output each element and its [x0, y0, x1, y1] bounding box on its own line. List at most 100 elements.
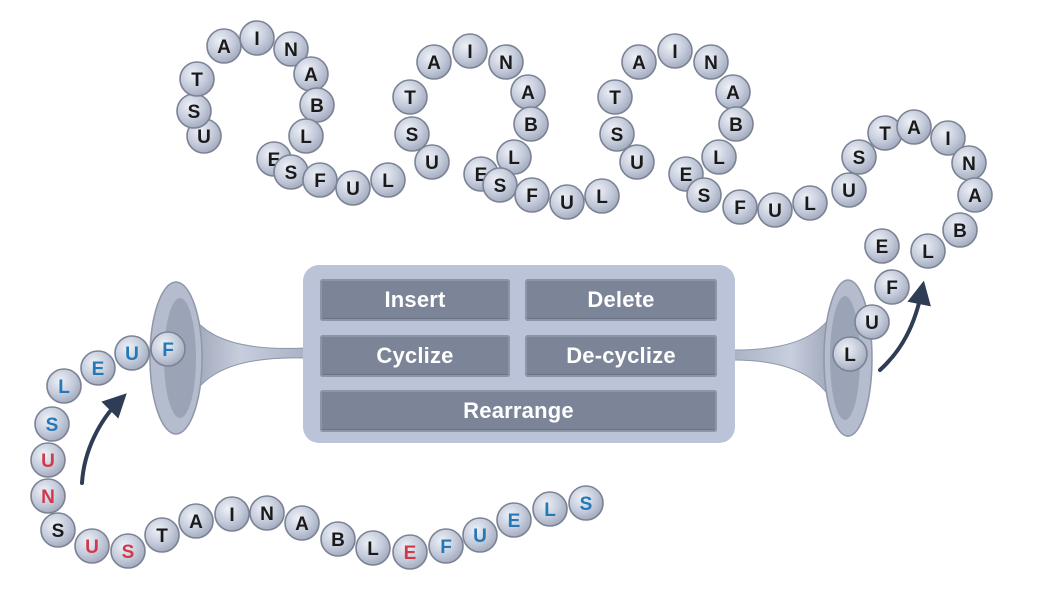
bead-letter: A	[632, 53, 646, 74]
bead-letter: I	[467, 42, 472, 63]
output-loop-bead: A	[621, 44, 657, 80]
bead-letter: A	[427, 53, 441, 74]
bead-letter: B	[524, 115, 538, 136]
bead-letter: S	[188, 102, 201, 123]
input-bead: S	[110, 533, 146, 569]
output-link-bead: U	[549, 184, 585, 220]
output-tail-bead: F	[874, 269, 910, 305]
output-loop-bead: I	[930, 120, 966, 156]
output-loop-bead: U	[619, 144, 655, 180]
output-loop-bead: A	[957, 177, 993, 213]
bead-letter: S	[52, 521, 65, 542]
output-loop-bead: T	[179, 61, 215, 97]
output-loop-bead: N	[693, 44, 729, 80]
output-loop-bead: A	[416, 44, 452, 80]
output-link-bead: S	[686, 177, 722, 213]
bead-letter: F	[526, 186, 538, 207]
delete-button[interactable]: Delete	[525, 279, 717, 321]
bead-letter: I	[254, 29, 259, 50]
input-bead: L	[355, 530, 391, 566]
output-loop-bead: A	[510, 74, 546, 110]
output-loop-bead: A	[206, 28, 242, 64]
bead-letter: N	[704, 53, 718, 74]
bead-letter: F	[314, 171, 326, 192]
cyclize-button[interactable]: Cyclize	[320, 335, 510, 377]
output-link-bead: S	[273, 154, 309, 190]
bead-letter: L	[713, 148, 725, 169]
output-loop-bead: L	[910, 233, 946, 269]
output-loop-bead: S	[394, 116, 430, 152]
bead-letter: S	[406, 125, 419, 146]
bead-letter: L	[382, 171, 394, 192]
bead-letter: L	[58, 377, 70, 398]
bead-letter: N	[41, 487, 55, 508]
output-loop-bead: B	[299, 87, 335, 123]
bead-letter: U	[842, 181, 856, 202]
input-bead: E	[496, 502, 532, 538]
output-link-bead: F	[722, 189, 758, 225]
bead-letter: U	[85, 537, 99, 558]
bead-letter: S	[853, 148, 866, 169]
input-bead: N	[249, 495, 285, 531]
bead-letter: L	[508, 148, 520, 169]
bead-letter: T	[879, 124, 891, 145]
bead-letter: A	[521, 83, 535, 104]
output-link-bead: L	[584, 178, 620, 214]
bead-letter: E	[680, 165, 693, 186]
bead-letter: I	[672, 42, 677, 63]
bead-letter: E	[508, 511, 521, 532]
output-loop-bead: E	[864, 228, 900, 264]
bead-letter: U	[473, 526, 487, 547]
output-loop-bead: B	[513, 106, 549, 142]
output-loop-bead: T	[597, 79, 633, 115]
bead-letter: S	[611, 125, 624, 146]
bead-letter: U	[125, 344, 139, 365]
bead-letter: L	[300, 127, 312, 148]
bead-letter: L	[596, 187, 608, 208]
input-bead: U	[74, 528, 110, 564]
output-loop-bead: A	[715, 74, 751, 110]
bead-letter: B	[331, 530, 345, 551]
output-loop-bead: A	[896, 109, 932, 145]
bead-letter: U	[630, 153, 644, 174]
bead-letter: S	[698, 186, 711, 207]
bead-letter: E	[404, 543, 417, 564]
output-link-bead: U	[335, 170, 371, 206]
bead-letter: B	[310, 96, 324, 117]
insert-button[interactable]: Insert	[320, 279, 510, 321]
output-tail-bead: U	[854, 304, 890, 340]
bead-letter: N	[260, 504, 274, 525]
input-branch-bead: S	[34, 406, 70, 442]
output-loop-bead: S	[599, 116, 635, 152]
output-loop-bead: L	[496, 139, 532, 175]
input-bead: B	[320, 521, 356, 557]
output-link-bead: U	[757, 192, 793, 228]
bead-letter: S	[122, 542, 135, 563]
bead-letter: U	[346, 179, 360, 200]
output-loop-bead: I	[452, 33, 488, 69]
output-loop-bead: T	[392, 79, 428, 115]
bead-letter: L	[844, 345, 856, 366]
input-bead: S	[568, 485, 604, 521]
bead-letter: U	[425, 153, 439, 174]
bead-letter: A	[968, 186, 982, 207]
output-loop-bead: T	[867, 115, 903, 151]
input-bead: E	[392, 534, 428, 570]
bead-letter: F	[440, 537, 452, 558]
bead-letter: F	[162, 340, 174, 361]
bead-letter: E	[92, 359, 105, 380]
bead-letter: B	[953, 221, 967, 242]
output-loop-bead: S	[176, 93, 212, 129]
output-link-bead: F	[514, 177, 550, 213]
rearrange-button[interactable]: Rearrange	[320, 390, 717, 432]
output-tail-bead: L	[832, 336, 868, 372]
decyclize-button[interactable]: De-cyclize	[525, 335, 717, 377]
bead-letter: T	[404, 88, 416, 109]
input-branch-bead: E	[80, 350, 116, 386]
arrow-up-right-icon	[878, 280, 931, 372]
output-link-bead: L	[370, 162, 406, 198]
input-bead: I	[214, 496, 250, 532]
input-branch-bead: L	[46, 368, 82, 404]
output-loop-bead: N	[273, 31, 309, 67]
